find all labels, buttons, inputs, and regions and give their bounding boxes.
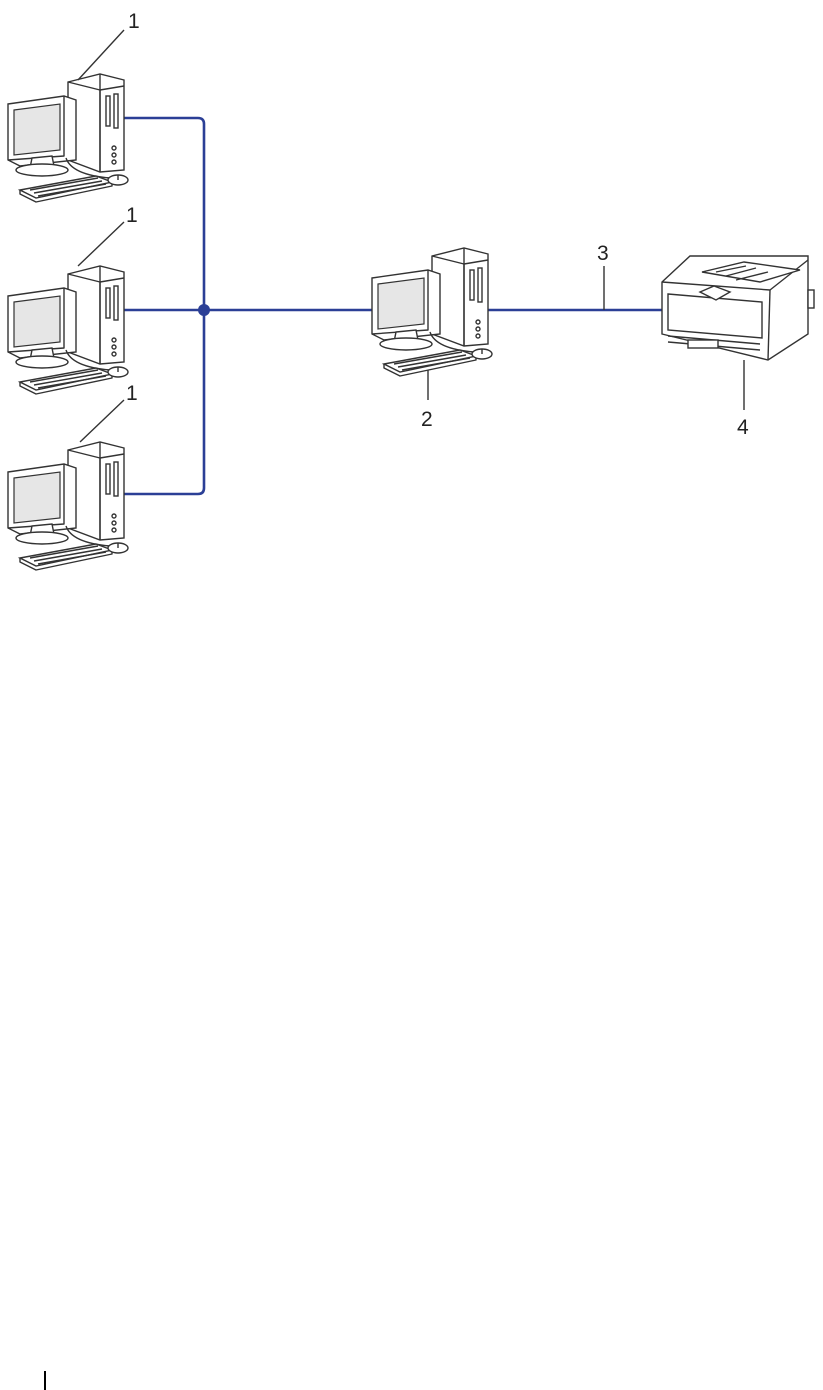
callout-leader-client-2 <box>78 222 124 266</box>
desktop-computer-icon <box>8 442 128 570</box>
desktop-computer-icon <box>8 74 128 202</box>
printer-icon <box>662 256 814 360</box>
network-junction-node <box>198 304 210 316</box>
callout-leader-client-3 <box>80 400 124 442</box>
callout-leader-client-1 <box>78 30 124 80</box>
client-computer-1 <box>8 74 128 202</box>
network-trunk-line <box>124 118 204 494</box>
client-computer-2 <box>8 266 128 394</box>
callout-label-cable: 3 <box>597 242 609 265</box>
print-server-computer <box>372 248 492 376</box>
callout-label-client-1: 1 <box>128 10 140 33</box>
client-computer-3 <box>8 442 128 570</box>
callout-label-print-server: 2 <box>421 408 433 431</box>
desktop-computer-icon <box>372 248 492 376</box>
page-margin-marker <box>44 1371 46 1390</box>
callout-label-client-2: 1 <box>126 204 138 227</box>
callout-label-client-3: 1 <box>126 382 138 405</box>
callout-label-printer: 4 <box>737 416 749 439</box>
desktop-computer-icon <box>8 266 128 394</box>
